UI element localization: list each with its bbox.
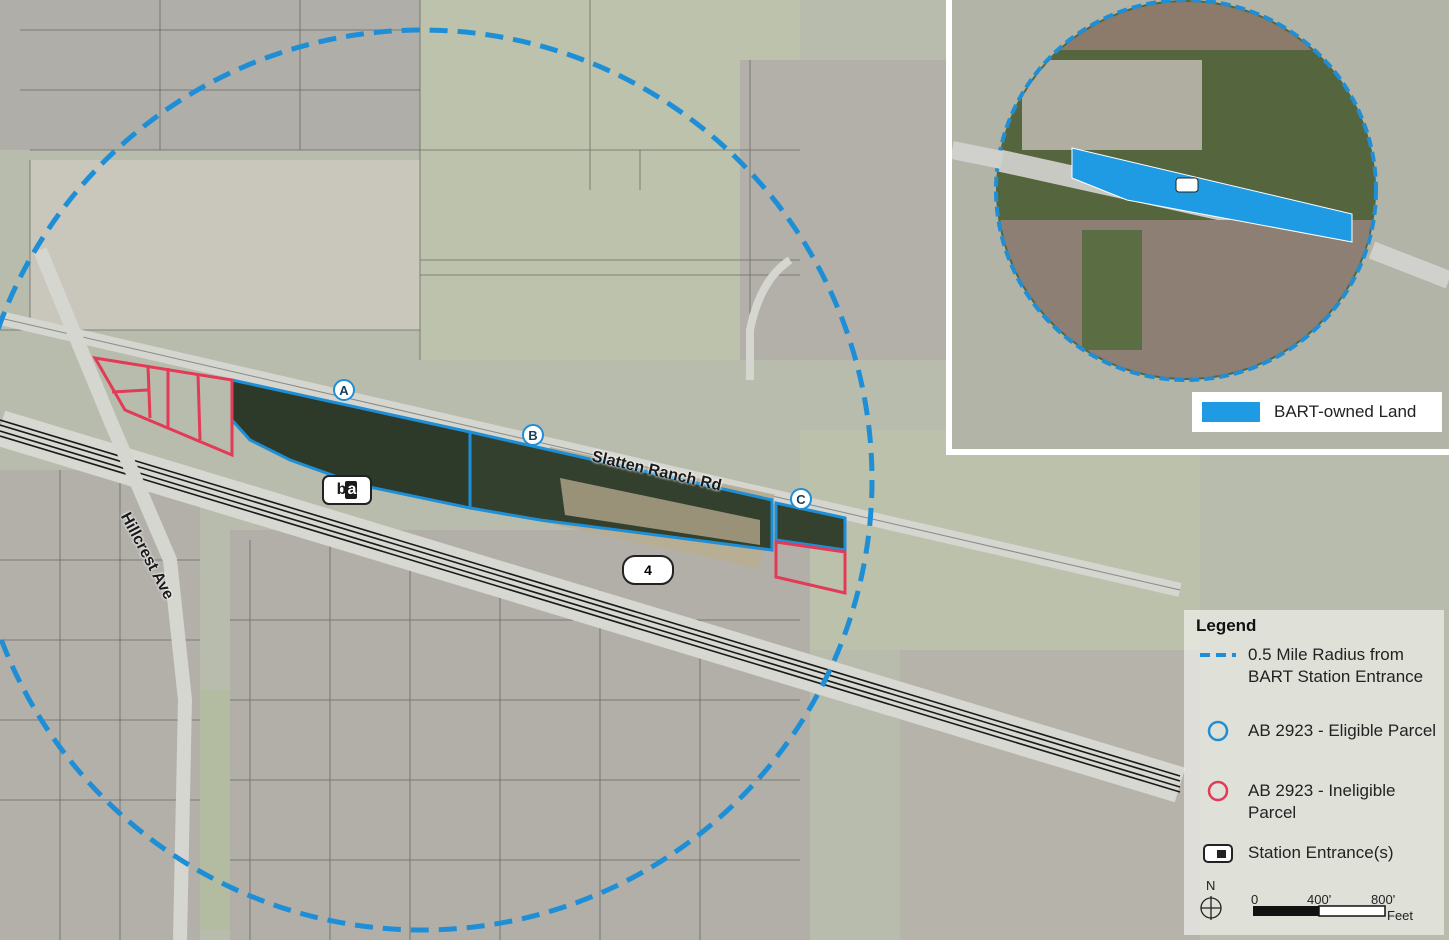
legend-eligible-label: AB 2923 - Eligible Parcel	[1248, 721, 1437, 740]
residential-ne	[740, 60, 950, 360]
parcel-b-marker[interactable]: B	[522, 424, 544, 446]
blue-circle-symbol	[1207, 720, 1229, 742]
ineligible-parcel-east[interactable]	[774, 540, 847, 595]
parcel-a-marker[interactable]: A	[333, 379, 355, 401]
legend-station-label: Station Entrance(s)	[1248, 843, 1394, 862]
ineligible-parcels-west[interactable]	[92, 356, 234, 458]
inset-bart-land	[1071, 147, 1353, 243]
scale-bar: N 0 400' 800' Feet	[1195, 878, 1445, 938]
legend-title: Legend	[1196, 616, 1257, 635]
bart-land-label: BART-owned Land	[1274, 402, 1417, 421]
scale-tick-800: 800'	[1371, 892, 1396, 907]
north-label: N	[1206, 878, 1216, 893]
half-mile-radius	[0, 27, 875, 933]
legend-ineligible-label: AB 2923 - Ineligible Parcel	[1248, 781, 1396, 822]
curved-road	[746, 256, 793, 380]
inset-map: BART-owned Land	[946, 0, 1449, 455]
bart-land-swatch	[1202, 402, 1260, 422]
parcel-c-marker[interactable]: C	[790, 488, 812, 510]
bart-logo-a: a	[345, 481, 358, 499]
parcel-lines	[0, 0, 800, 940]
open-field-north	[420, 0, 800, 360]
highway-4	[0, 410, 1186, 803]
dashed-line-symbol	[1200, 653, 1236, 657]
hillcrest-ave	[33, 247, 193, 940]
legend-radius-label: 0.5 Mile Radius from BART Station Entran…	[1248, 645, 1424, 686]
station-entrance-symbol	[1203, 844, 1233, 863]
inset-legend: BART-owned Land	[1192, 392, 1442, 432]
scale-tick-400: 400'	[1307, 892, 1332, 907]
scale-unit: Feet	[1387, 908, 1414, 923]
bart-logo-b: b	[336, 481, 347, 498]
legend: Legend 0.5 Mile Radius from BART Station…	[1184, 610, 1444, 935]
open-field-east	[800, 430, 1200, 650]
highway-4-shield: 4	[622, 555, 674, 585]
construction-site	[30, 160, 420, 330]
parcel-c[interactable]	[774, 501, 847, 552]
residential-nw	[0, 0, 420, 150]
rail-lines	[0, 419, 1181, 793]
red-circle-symbol	[1207, 780, 1229, 802]
scale-tick-0: 0	[1251, 892, 1259, 907]
